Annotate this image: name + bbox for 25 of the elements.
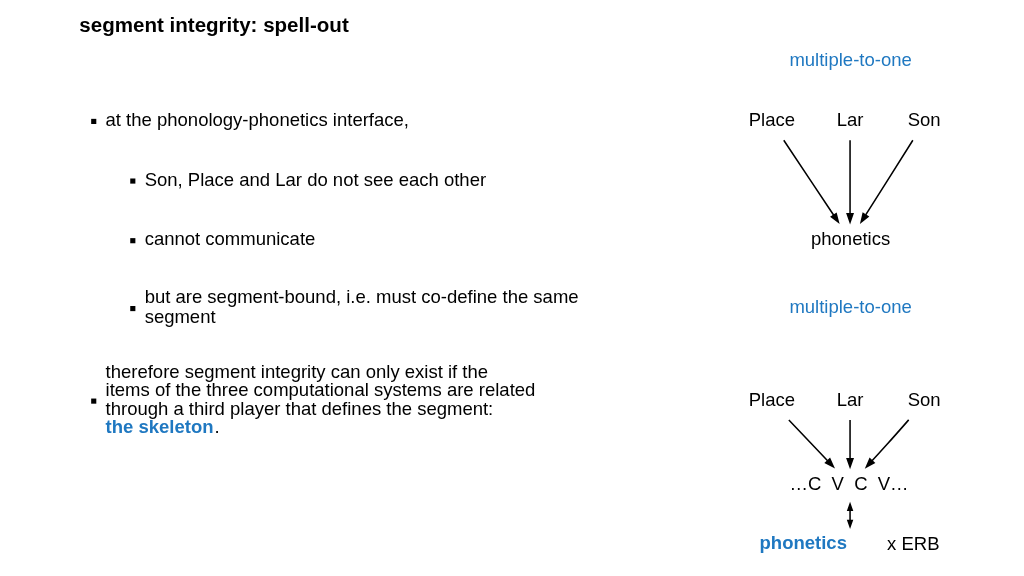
node-text: Lar bbox=[836, 388, 864, 410]
node-text: Place bbox=[748, 108, 796, 130]
label: multiple-to-one bbox=[789, 296, 912, 318]
arrow bbox=[864, 419, 910, 469]
node-text: Lar bbox=[836, 108, 864, 130]
node-text: Son bbox=[907, 108, 941, 130]
arrow bbox=[846, 139, 855, 225]
label: Son, Place and Lar do not see each other bbox=[144, 168, 487, 190]
arrow bbox=[783, 139, 840, 225]
label: cannot communicate bbox=[144, 228, 316, 250]
arrow bbox=[846, 501, 854, 529]
node-text: Son bbox=[907, 388, 941, 410]
arrow bbox=[859, 139, 914, 225]
node-label: phonetics bbox=[759, 531, 847, 553]
diagram-title: segment integrity: spell-out bbox=[79, 12, 349, 36]
label: but are segment-bound, i.e. must co-define the same segment bbox=[144, 285, 579, 328]
label: therefore segment integrity can only exist if the items of the three computational systems are related through a third player that defines the segment: the skeleton. bbox=[105, 360, 536, 438]
node-text: …C V C V… bbox=[789, 472, 909, 494]
label: multiple-to-one bbox=[789, 49, 912, 71]
label: at the phonology-phonetics interface, bbox=[105, 108, 409, 130]
arrow bbox=[846, 419, 855, 470]
node-text: phonetics bbox=[810, 228, 891, 250]
node-text: x ERB bbox=[887, 532, 940, 554]
arrow bbox=[788, 419, 835, 469]
node-text: Place bbox=[748, 388, 796, 410]
